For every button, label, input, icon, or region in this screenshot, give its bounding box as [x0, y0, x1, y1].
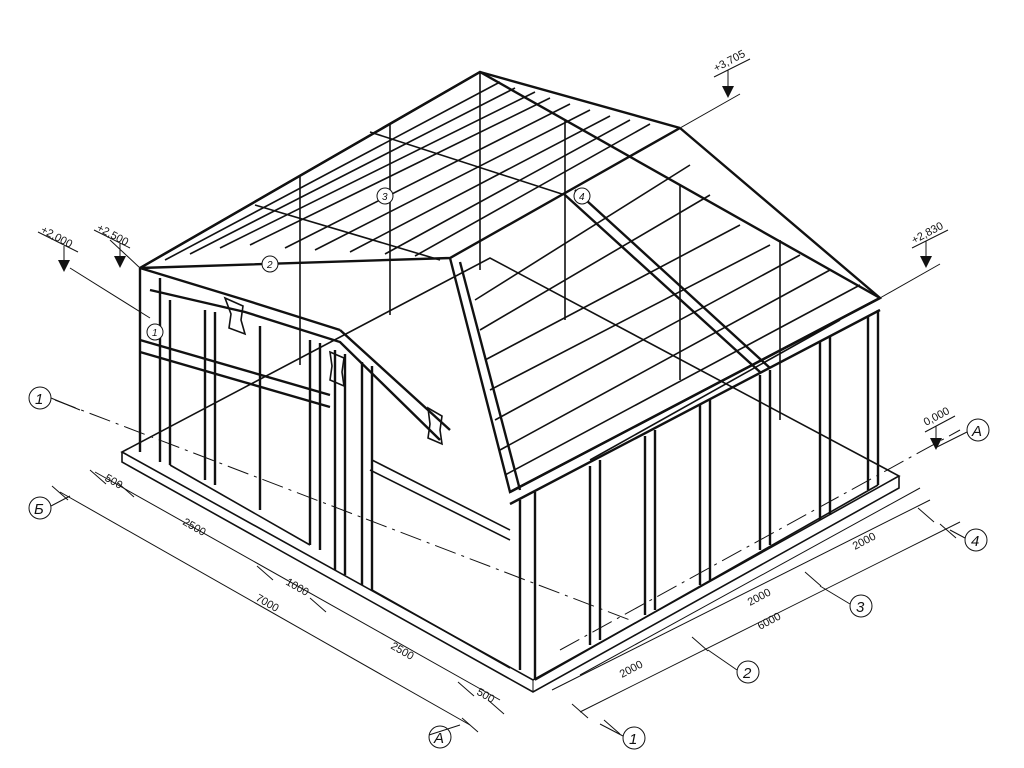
section-mark-4: 4	[573, 187, 591, 205]
level-marks: +3,705 +2,830 0,000 +2,000 +2,500	[37, 48, 956, 450]
dim-left-2500-a: 2500	[181, 516, 208, 539]
axis-bubble-3: 3	[849, 594, 873, 618]
dim-left-1000: 1000	[284, 576, 311, 599]
section-marks: 1 2 3 4	[146, 187, 591, 341]
level-ground: 0,000	[922, 405, 952, 429]
svg-text:2: 2	[266, 260, 273, 271]
axis-bubble-4: 4	[964, 528, 988, 552]
svg-text:1: 1	[152, 328, 158, 339]
level-eave-left-low: +2,000	[39, 224, 75, 251]
dim-left-500-b: 500	[475, 686, 497, 706]
dim-left-500-a: 500	[103, 472, 125, 492]
dimension-labels: 500 2500 1000 2500 500 7000 2000 2000 20…	[103, 472, 879, 706]
section-mark-2: 2	[261, 255, 279, 273]
left-gable-wall	[138, 266, 511, 669]
section-mark-1: 1	[146, 323, 164, 341]
left-dimension-chain	[51, 469, 505, 733]
level-eave-left-high: +2,500	[95, 222, 131, 249]
axis-lines	[54, 399, 961, 676]
svg-text:А: А	[971, 423, 982, 440]
section-mark-3: 3	[376, 187, 394, 205]
axis-bubble-b-left: Б	[28, 496, 52, 520]
roof-frame	[139, 70, 883, 494]
axis-bubble-a-right: А	[966, 418, 990, 442]
svg-text:3: 3	[856, 599, 865, 616]
dim-front-2000-a: 2000	[618, 659, 645, 681]
dim-front-2000-b: 2000	[746, 587, 773, 609]
axis-bubble-1-left: 1	[28, 386, 52, 410]
dim-left-total-7000: 7000	[254, 592, 281, 615]
svg-text:1: 1	[35, 391, 43, 408]
level-ridge: +3,705	[712, 48, 748, 75]
front-right-wall	[509, 296, 881, 681]
svg-text:2: 2	[742, 665, 752, 682]
svg-text:А: А	[433, 730, 444, 747]
svg-text:Б: Б	[34, 501, 44, 518]
axis-bubble-1-bottom: 1	[622, 726, 646, 750]
dim-front-2000-c: 2000	[851, 531, 878, 553]
foundation-slab	[120, 257, 901, 693]
dim-front-total-6000: 6000	[756, 611, 783, 633]
dim-left-2500-b: 2500	[389, 640, 416, 663]
svg-text:4: 4	[971, 533, 979, 550]
axis-bubbles: 1 Б А 1 2 3 4 А	[28, 386, 990, 750]
front-dimension-chain	[551, 499, 961, 735]
svg-text:3: 3	[382, 192, 388, 203]
svg-text:4: 4	[579, 192, 585, 203]
axis-bubble-a-bottom: А	[428, 725, 452, 749]
svg-text:1: 1	[629, 731, 637, 748]
axis-bubble-2: 2	[736, 660, 760, 684]
level-eave-right: +2,830	[910, 220, 946, 247]
